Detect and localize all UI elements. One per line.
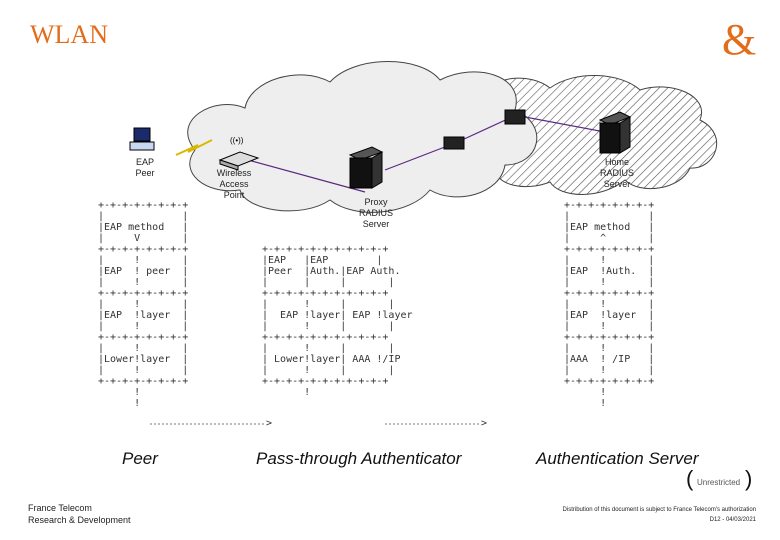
access-point-label: Wireless Access Point: [216, 168, 252, 200]
home-radius-label: Home RADIUS Server: [599, 157, 634, 189]
arrow-pass-to-auth: >: [481, 418, 488, 429]
pass-through-caption: Pass-through Authenticator: [256, 449, 462, 468]
router-icon: [504, 109, 526, 125]
distribution-notice: Distribution of this document is subject…: [562, 507, 756, 513]
internet-cloud: [187, 61, 538, 213]
badge-open-paren: (: [686, 466, 694, 491]
lightning-icon: [175, 139, 213, 156]
footer-left: France Telecom Research & Development: [28, 503, 131, 525]
page-title: WLAN: [30, 20, 108, 49]
peer-stack: +-+-+-+-+-+-+-+ | | |EAP method | | V | …: [98, 200, 189, 409]
home-server-icon: [598, 111, 632, 154]
peer-caption: Peer: [122, 449, 158, 468]
proxy-server-icon: [348, 146, 384, 189]
router-icon: [443, 136, 465, 150]
arrow-peer-to-pass: >: [266, 418, 273, 429]
access-point-icon: ((•)): [218, 136, 260, 171]
eap-peer-label: EAP Peer: [135, 157, 155, 178]
doc-date: D12 - 04/03/2021: [709, 517, 756, 523]
auth-server-caption: Authentication Server: [536, 449, 699, 468]
france-telecom-logo-icon: &: [722, 15, 757, 64]
passthrough-stack: +-+-+-+-+-+-+-+-+-+-+ |EAP |EAP | |Peer …: [262, 244, 413, 398]
unrestricted-badge: Unrestricted: [697, 478, 741, 487]
pc-icon: [129, 127, 155, 151]
svg-text:((•)): ((•)): [230, 136, 244, 145]
badge-close-paren: ): [745, 466, 753, 491]
auth-stack: +-+-+-+-+-+-+-+ | | |EAP method | | ^ | …: [564, 200, 655, 409]
proxy-radius-label: Proxy RADIUS Server: [358, 197, 393, 229]
